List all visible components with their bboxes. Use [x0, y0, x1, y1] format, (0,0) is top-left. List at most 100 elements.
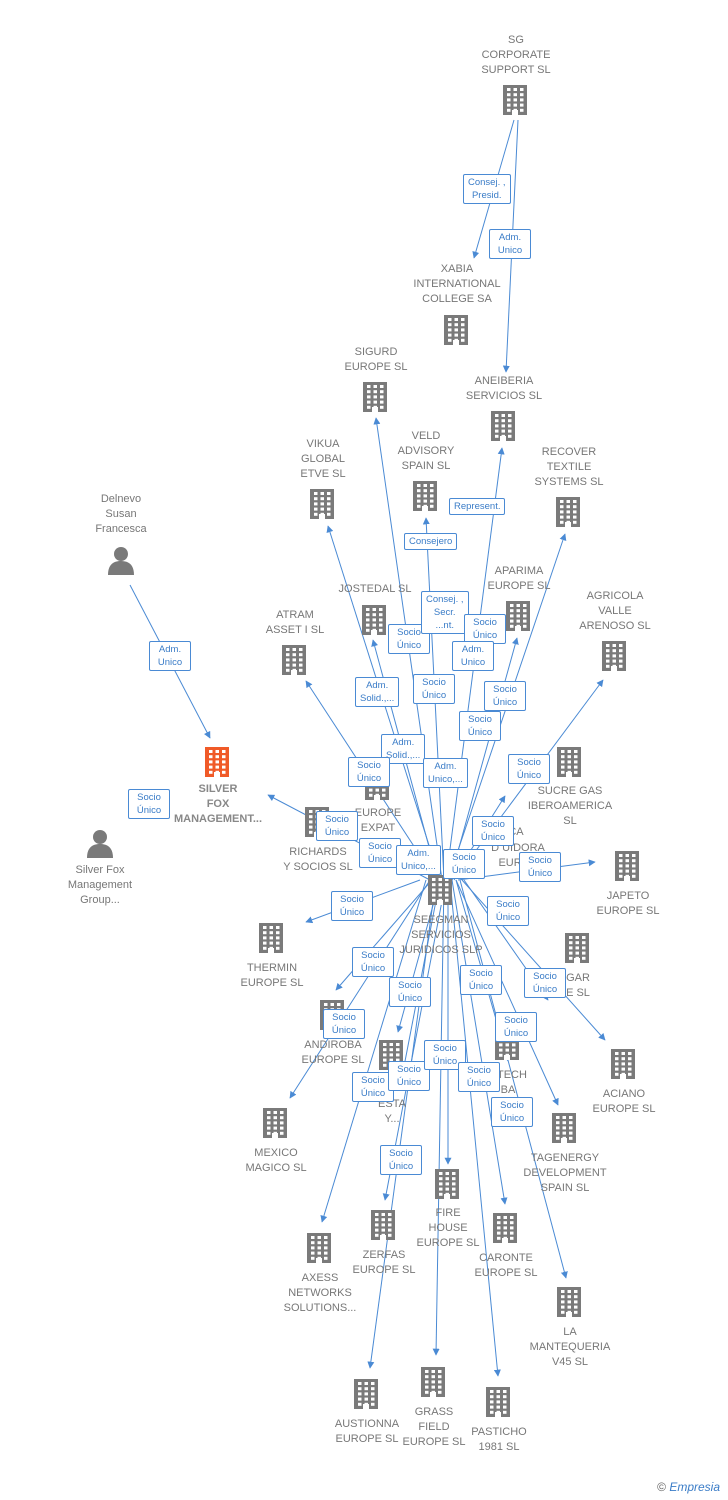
edge-25: [451, 879, 508, 1205]
node-austionna[interactable]: AUSTIONNA EUROPE SL: [312, 1417, 422, 1447]
building-icon-wrap: [305, 1231, 333, 1270]
relation-badge[interactable]: Represent.: [449, 498, 506, 515]
node-thermin[interactable]: THERMIN EUROPE SL: [217, 961, 327, 991]
building-icon: [503, 85, 527, 115]
node-andiroba[interactable]: ANDIROBA EUROPE SL: [278, 1038, 388, 1068]
node-richards[interactable]: RICHARDS Y SOCIOS SL: [263, 845, 373, 875]
node-jostedal[interactable]: JOSTEDAL SL: [320, 582, 430, 597]
building-icon: [611, 1049, 635, 1079]
relation-badge[interactable]: Socio Único: [519, 852, 561, 882]
node-aparima[interactable]: APARIMA EUROPE SL: [464, 564, 574, 594]
node-delnevo[interactable]: Delnevo Susan Francesca: [66, 492, 176, 537]
relation-badge[interactable]: Socio Único: [380, 1145, 422, 1175]
node-gar[interactable]: GAR E SL: [523, 971, 633, 1001]
node-japeto[interactable]: JAPETO EUROPE SL: [573, 889, 683, 919]
relation-badge[interactable]: Socio Único: [458, 1062, 500, 1092]
node-label: TAGENERGY DEVELOPMENT SPAIN SL: [523, 1152, 607, 1194]
node-silverfoxgroup[interactable]: Silver Fox Management Group...: [45, 863, 155, 908]
person-icon-wrap: [85, 828, 115, 863]
node-pasticho[interactable]: PASTICHO 1981 SL: [444, 1425, 554, 1455]
node-firehouse[interactable]: FIRE HOUSE EUROPE SL: [393, 1206, 503, 1251]
building-icon-wrap: [203, 745, 231, 784]
relation-badge[interactable]: Socio Único: [464, 614, 506, 644]
building-icon-wrap: [261, 1106, 289, 1145]
node-label: Silver Fox Management Group...: [67, 864, 133, 906]
relation-badge[interactable]: Socio Único: [316, 811, 358, 841]
relation-badge[interactable]: Socio Único: [472, 816, 514, 846]
building-icon-wrap: [613, 849, 641, 888]
relation-badge[interactable]: Socio Único: [459, 711, 501, 741]
node-aciano[interactable]: ACIANO EUROPE SL: [569, 1087, 679, 1117]
node-grassfield[interactable]: GRASS FIELD EUROPE SL: [379, 1405, 489, 1450]
relation-badge[interactable]: Socio Único: [352, 947, 394, 977]
node-atram[interactable]: ATRAM ASSET I SL: [240, 608, 350, 638]
node-label: SIGURD EUROPE SL: [344, 346, 408, 373]
relation-badge[interactable]: Adm. Unico,...: [423, 758, 468, 788]
building-icon: [428, 875, 452, 905]
edge-19: [455, 879, 559, 1106]
node-veld[interactable]: VELD ADVISORY SPAIN SL: [371, 429, 481, 474]
relation-badge[interactable]: Adm. Solid.,...: [381, 734, 426, 764]
node-mantequeria[interactable]: LA MANTEQUERIA V45 SL: [515, 1325, 625, 1370]
relation-badge[interactable]: Consej. , Secr. ...nt.: [421, 591, 469, 634]
relation-badge[interactable]: Adm. Unico,...: [396, 845, 441, 875]
relation-badge[interactable]: Socio Único: [352, 1072, 394, 1102]
relation-badge[interactable]: Socio Único: [487, 896, 529, 926]
node-label: Delnevo Susan Francesca: [95, 493, 147, 535]
relation-badge[interactable]: Socio Único: [389, 977, 431, 1007]
node-zerfas[interactable]: ZERFAS EUROPE SL: [329, 1248, 439, 1278]
building-icon: [493, 1213, 517, 1243]
node-label: AXESS NETWORKS SOLUTIONS...: [283, 1272, 357, 1314]
node-agricola[interactable]: AGRICOLA VALLE ARENOSO SL: [560, 589, 670, 634]
relation-badge[interactable]: Socio Único: [460, 965, 502, 995]
node-europeexpat[interactable]: EUROPE EXPAT: [323, 806, 433, 836]
node-mexico[interactable]: MEXICO MAGICO SL: [221, 1146, 331, 1176]
relation-badge[interactable]: Consej. , Presid.: [463, 174, 511, 204]
relation-badge[interactable]: Socio Único: [331, 891, 373, 921]
relation-badge[interactable]: Socio Único: [323, 1009, 365, 1039]
relation-badge[interactable]: Socio Único: [348, 757, 390, 787]
edge-22: [449, 879, 501, 1377]
building-icon: [486, 1387, 510, 1417]
node-caronte[interactable]: CARONTE EUROPE SL: [451, 1251, 561, 1281]
building-icon-wrap: [360, 603, 388, 642]
node-silverfox[interactable]: SILVER FOX MANAGEMENT...: [163, 782, 273, 827]
relation-badge[interactable]: Socio Único: [413, 674, 455, 704]
relation-badge[interactable]: Adm. Unico: [489, 229, 531, 259]
relation-badge[interactable]: Socio Único: [495, 1012, 537, 1042]
relation-badge[interactable]: Socio Único: [128, 789, 170, 819]
footer-brand: © Empresia: [657, 1480, 720, 1494]
relation-badge[interactable]: Socio Único: [443, 849, 485, 879]
node-sigurd[interactable]: SIGURD EUROPE SL: [321, 345, 431, 375]
relation-badge[interactable]: Socio Único: [388, 1061, 430, 1091]
building-icon: [565, 933, 589, 963]
relation-badge[interactable]: Adm. Unico: [452, 641, 494, 671]
node-sg[interactable]: SG CORPORATE SUPPORT SL: [461, 33, 571, 78]
relation-badge[interactable]: Socio Único: [491, 1097, 533, 1127]
relation-badge[interactable]: Adm. Unico: [149, 641, 191, 671]
node-label: CARONTE EUROPE SL: [474, 1252, 538, 1279]
node-label: ACIANO EUROPE SL: [592, 1088, 656, 1115]
node-label: ANDIROBA EUROPE SL: [301, 1039, 365, 1066]
node-sucre[interactable]: SUCRE GAS IBEROAMERICA SL: [515, 784, 625, 829]
node-tagenergy[interactable]: TAGENERGY DEVELOPMENT SPAIN SL: [510, 1151, 620, 1196]
building-icon-wrap: [550, 1111, 578, 1150]
relation-badge[interactable]: Adm. Solid.,...: [355, 677, 400, 707]
node-label: MEXICO MAGICO SL: [245, 1147, 307, 1174]
relation-badge[interactable]: Consejero: [404, 533, 458, 550]
relation-badge[interactable]: Socio Único: [508, 754, 550, 784]
node-label: LA MANTEQUERIA V45 SL: [529, 1326, 611, 1368]
node-vikua[interactable]: VIKUA GLOBAL ETVE SL: [268, 437, 378, 482]
node-seegman[interactable]: SEEGMAN SERVICIOS JURIDICOS SLP: [386, 913, 496, 958]
relation-badge[interactable]: Socio Único: [484, 681, 526, 711]
node-recover[interactable]: RECOVER TEXTILE SYSTEMS SL: [514, 445, 624, 490]
node-axess[interactable]: AXESS NETWORKS SOLUTIONS...: [265, 1271, 375, 1316]
relation-badge[interactable]: Socio Único: [524, 968, 566, 998]
edge-23: [320, 879, 427, 1223]
building-icon-wrap: [554, 495, 582, 534]
relation-badge[interactable]: Socio Único: [359, 838, 401, 868]
node-label: FIRE HOUSE EUROPE SL: [416, 1207, 480, 1249]
node-xabia[interactable]: XABIA INTERNATIONAL COLLEGE SA: [402, 262, 512, 307]
node-aneiberia[interactable]: ANEIBERIA SERVICIOS SL: [449, 374, 559, 404]
building-icon: [557, 1287, 581, 1317]
